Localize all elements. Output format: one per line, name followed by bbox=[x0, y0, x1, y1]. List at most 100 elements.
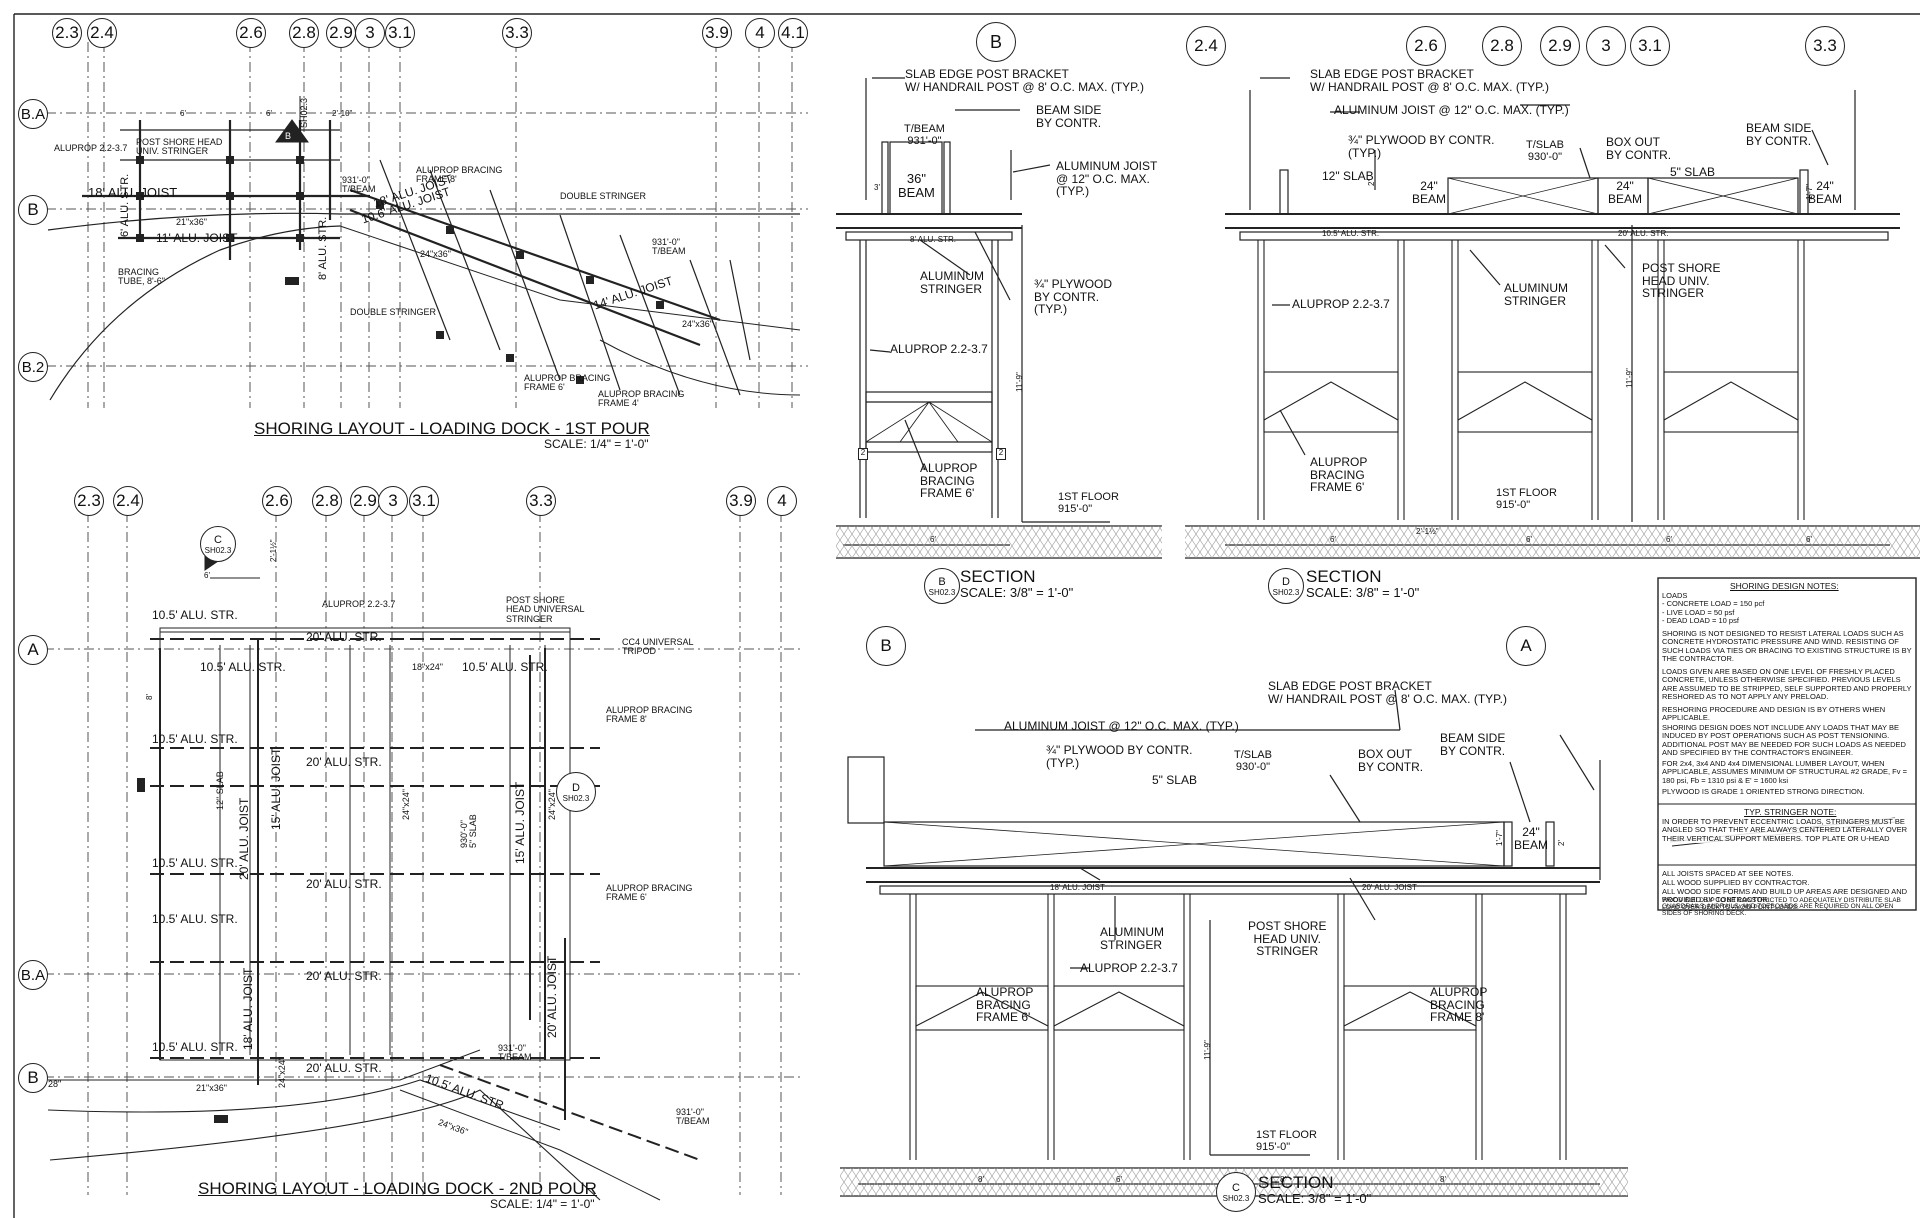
secD-dim-6-b: 6' bbox=[1526, 535, 1532, 544]
p2-section-d-sheet: SH02.3 bbox=[562, 793, 590, 803]
secD-bracing-diag bbox=[1457, 381, 1593, 421]
plan1-prop bbox=[516, 251, 524, 259]
p2-section-c-tag: C bbox=[214, 533, 222, 546]
notes-title: SHORING DESIGN NOTES: bbox=[1730, 581, 1839, 591]
notes-stringer-title: TYP. STRINGER NOTE: bbox=[1744, 807, 1837, 817]
notes-item-5: FOR 2x4, 3x4 AND 4x4 DIMENSIONAL LUMBER … bbox=[1662, 759, 1907, 785]
plan1-prop bbox=[446, 226, 454, 234]
secB-dim-3: 3' bbox=[874, 183, 880, 192]
plan1-double-stringer-2: DOUBLE STRINGER bbox=[560, 191, 647, 201]
secD-dim-6-d: 6' bbox=[1806, 535, 1812, 544]
plan1-prop bbox=[576, 376, 584, 384]
p2-beam-24x24-a: 24"x24" bbox=[401, 789, 411, 820]
secB-bracing: ALUPROP BRACING FRAME 6' bbox=[920, 461, 978, 501]
secD-dim-2: 2' bbox=[1367, 180, 1376, 186]
secD-dim-2-1-2: 2'-1½" bbox=[1416, 527, 1439, 536]
secD-title-sheet: SH02.3 bbox=[1272, 587, 1300, 597]
plan1-prop bbox=[226, 234, 234, 242]
secD-slab-12: 12" SLAB bbox=[1322, 169, 1374, 183]
secD-title: SECTION bbox=[1306, 567, 1382, 586]
secD-grid-2-9: 2.9 bbox=[1540, 26, 1580, 66]
grid-bubble-3-3: 3.3 bbox=[502, 18, 532, 48]
secB-title-tag: B bbox=[938, 575, 946, 588]
grid-bubble-2-6: 2.6 bbox=[236, 18, 266, 48]
secB-prop-tag-b: 2 bbox=[996, 448, 1006, 460]
notes-item-2: LOADS GIVEN ARE BASED ON ONE LEVEL OF FR… bbox=[1662, 667, 1912, 702]
p2-bracing-6: ALUPROP BRACING FRAME 6' bbox=[606, 883, 693, 903]
plan1-tbeam-2: 931'-0" T/BEAM bbox=[652, 237, 686, 257]
plan1-aluprop-label: ALUPROP 2.2-3.7 bbox=[54, 143, 128, 153]
secD-bracing: ALUPROP BRACING FRAME 6' bbox=[1310, 455, 1368, 495]
p2-str-20-c: 20' ALU. STR. bbox=[306, 877, 382, 891]
secD-beam-24-b: 24" BEAM bbox=[1608, 179, 1643, 206]
p2-section-c-sheet: SH02.3 bbox=[204, 545, 232, 555]
p2-dim-8: 8' bbox=[145, 694, 154, 700]
secB-plywood: ¾" PLYWOOD BY CONTR. (TYP.) bbox=[1034, 277, 1113, 317]
p2-section-c-marker: C SH02.3 bbox=[200, 526, 236, 562]
secD-box-out: BOX OUT BY CONTR. bbox=[1606, 135, 1672, 162]
p2-t-beam-a: 931'-0" T/BEAM bbox=[498, 1043, 532, 1063]
secC-t-slab: T/SLAB 930'-0" bbox=[1234, 749, 1272, 773]
secC-slab-edge: SLAB EDGE POST BRACKET W/ HANDRAIL POST … bbox=[1268, 679, 1507, 706]
secC-dim-8-a: 8' bbox=[978, 1175, 984, 1184]
secD-scale: SCALE: 3/8" = 1'-0" bbox=[1306, 585, 1420, 600]
plan1-prop bbox=[136, 192, 144, 200]
p2-grid-bubble-3: 3 bbox=[378, 486, 408, 516]
secB-title-marker: B SH02.3 bbox=[924, 568, 960, 604]
p2-grid-bubble-3-9: 3.9 bbox=[726, 486, 756, 516]
p2-str-10-5-b: 10.5' ALU. STR. bbox=[200, 660, 286, 674]
p2-section-d-tag: D bbox=[572, 781, 580, 794]
p2-grid-bubble-2-9: 2.9 bbox=[350, 486, 380, 516]
plan1-prop bbox=[296, 192, 304, 200]
secD-grid-2-4: 2.4 bbox=[1186, 26, 1226, 66]
notes-general-5: GUARDRAILS, MIDRAILS, AND TOEBOARDS ARE … bbox=[1662, 903, 1894, 918]
p2-beam-24x24-c: 24"x24" bbox=[277, 1057, 287, 1088]
secD-first-floor: 1ST FLOOR 915'-0" bbox=[1496, 487, 1557, 511]
notes-item-3: RESHORING PROCEDURE AND DESIGN IS BY OTH… bbox=[1662, 705, 1886, 723]
secC-dim-2: 2' bbox=[1557, 840, 1566, 846]
secB-beam-36: 36" BEAM bbox=[898, 171, 935, 200]
secD-dim-6-a: 6' bbox=[1330, 535, 1336, 544]
plan1-prop bbox=[136, 234, 144, 242]
p2-str-10-5-e: 10.5' ALU. STR. bbox=[152, 856, 238, 870]
notes-item-1: SHORING IS NOT DESIGNED TO RESIST LATERA… bbox=[1662, 629, 1912, 664]
secD-t-slab: T/SLAB 930'-0" bbox=[1526, 139, 1564, 163]
plan1-prop bbox=[226, 156, 234, 164]
secC-bracing-diag bbox=[1053, 991, 1185, 1027]
p2-t-slab: 930'-0" 5" SLAB bbox=[459, 814, 479, 848]
secC-dim-8-c: 8' bbox=[1440, 1175, 1446, 1184]
secB-title-sheet: SH02.3 bbox=[928, 587, 956, 597]
secD-beam-side: BEAM SIDE BY CONTR. bbox=[1746, 121, 1812, 148]
p2-str-10-5-f: 10.5' ALU. STR. bbox=[152, 912, 238, 926]
grid-bubble-4: 4 bbox=[745, 18, 775, 48]
secC-bracing-frame bbox=[1343, 985, 1477, 1031]
secC-beam-24: 24" BEAM bbox=[1514, 825, 1549, 852]
secB-str-8: 8' ALU. STR. bbox=[910, 235, 956, 244]
notes-general-1: ALL JOISTS SPACED AT SEE NOTES. bbox=[1662, 869, 1794, 878]
secB-t-beam: T/BEAM 931'-0" bbox=[904, 123, 945, 147]
p2-section-d-marker: D SH02.3 bbox=[556, 772, 596, 812]
secD-bracing-diag bbox=[1263, 381, 1399, 421]
p2-str-20-e: 20' ALU. STR. bbox=[306, 1061, 382, 1075]
p2-row-bubble-b-a: B.A bbox=[18, 960, 48, 990]
p2-str-10-5-g: 10.5' ALU. STR. bbox=[152, 1040, 238, 1054]
secC-dim-8-b: 8' bbox=[1280, 1175, 1286, 1184]
secC-bracing-diag bbox=[1343, 991, 1477, 1027]
secC-bracing-frame bbox=[915, 985, 1049, 1031]
plan1-tbeam-1: 931'-0" T/BEAM bbox=[342, 175, 376, 195]
plan1-dim-2-10: 2'-10" bbox=[332, 109, 353, 118]
p2-str-20-d: 20' ALU. STR. bbox=[306, 969, 382, 983]
plan1-prop bbox=[436, 331, 444, 339]
secC-title-sheet: SH02.3 bbox=[1222, 1193, 1250, 1203]
secC-scale: SCALE: 3/8" = 1'-0" bbox=[1258, 1191, 1372, 1206]
p2-beam-21x36: 21"x36" bbox=[196, 1083, 227, 1093]
plan1-prop bbox=[656, 301, 664, 309]
secC-grid-b: B bbox=[866, 626, 906, 666]
secD-bracing-frame bbox=[1263, 371, 1399, 433]
secD-plywood: ¾" PLYWOOD BY CONTR. (TYP.) bbox=[1348, 133, 1495, 160]
grid-bubble-2-3: 2.3 bbox=[52, 18, 82, 48]
p2-grid-bubble-3-3: 3.3 bbox=[526, 486, 556, 516]
secD-aluminum-stringer: ALUMINUM STRINGER bbox=[1504, 281, 1569, 308]
